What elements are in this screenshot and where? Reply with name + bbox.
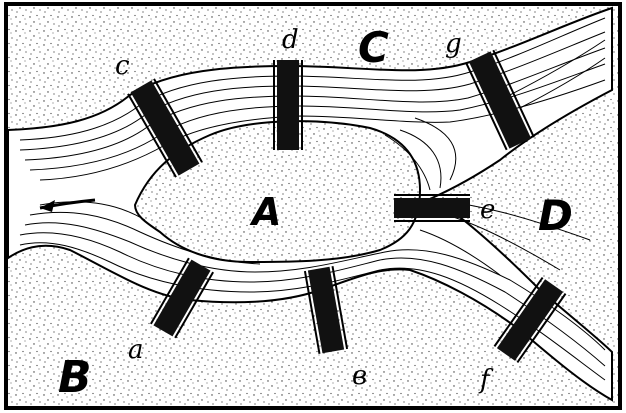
region-label-a: A [249, 190, 281, 234]
region-label-d: D [538, 191, 573, 240]
region-label-c: C [358, 23, 389, 72]
bridge-label-e: e [480, 195, 495, 225]
bridge-label-c: c [115, 51, 130, 81]
bridge-label-a: a [128, 335, 144, 365]
bridge-label-b: в [352, 361, 367, 391]
region-label-b: B [58, 352, 92, 403]
bridge-label-d: d [282, 25, 299, 55]
bridge-label-g: g [445, 29, 462, 59]
bridge-e [394, 195, 470, 221]
bridge-d [274, 60, 302, 150]
